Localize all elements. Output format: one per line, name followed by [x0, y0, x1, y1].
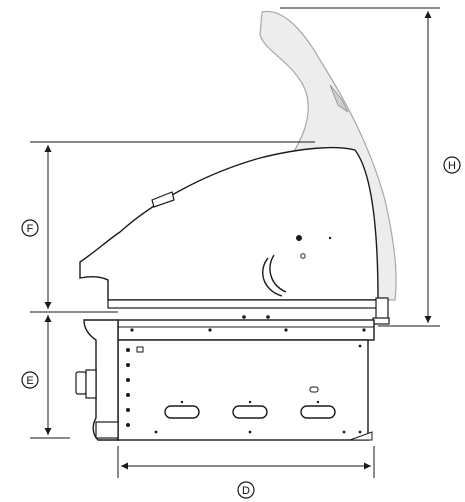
rear-hinge: [372, 297, 390, 325]
dimension-label-e: E: [21, 371, 39, 389]
label-e-text: E: [26, 375, 33, 387]
label-f-text: F: [27, 223, 34, 235]
dimension-label-f: F: [21, 219, 39, 237]
dimension-lines: [30, 7, 440, 478]
label-h-text: H: [448, 160, 456, 172]
closed-lid: [79, 146, 379, 319]
grill-base: [75, 319, 375, 441]
dimension-label-d: D: [237, 481, 255, 499]
dimension-label-h: H: [443, 156, 461, 174]
label-d-text: D: [242, 485, 250, 497]
